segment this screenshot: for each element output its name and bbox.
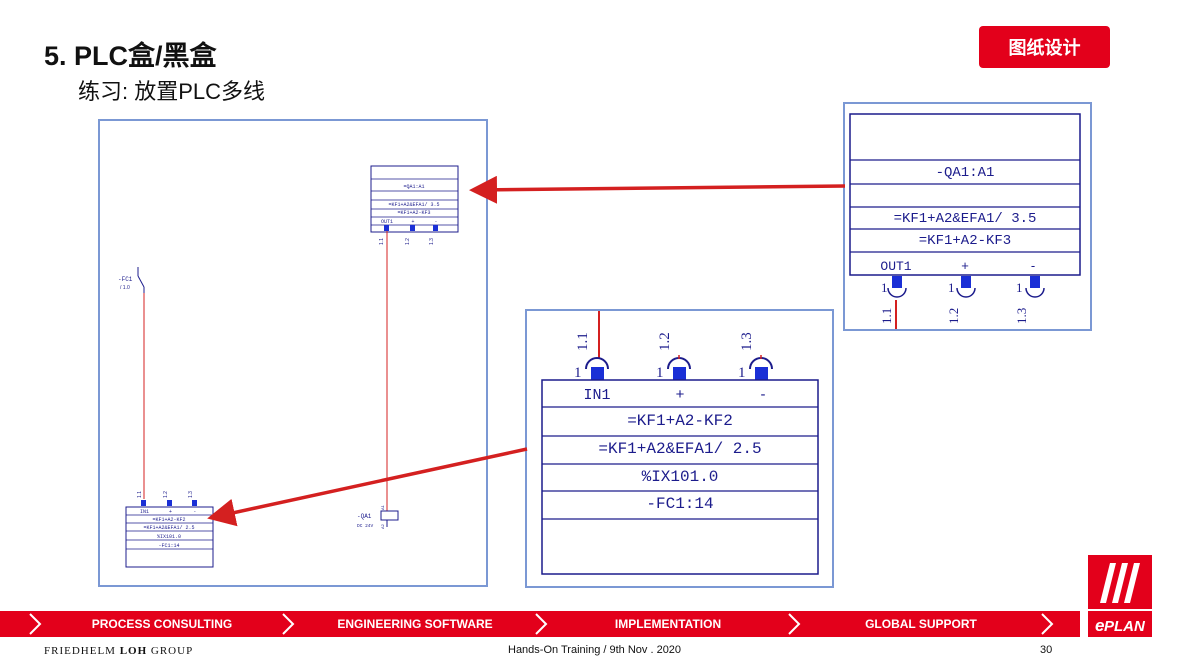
zoom-top-row-4: =KF1+A2&EFA1/ 3.5 <box>894 211 1037 227</box>
svg-text:e: e <box>1095 616 1104 635</box>
footer-chevrons <box>29 613 1054 635</box>
overview-bottom-pin-2: 1.2 <box>163 491 169 498</box>
overview-top-pin-1: 1.1 <box>379 238 385 245</box>
overview-top-pin-3: 1.3 <box>429 238 435 245</box>
zoom-top-port-1: OUT1 <box>880 259 911 274</box>
footer-process-consulting[interactable]: PROCESS CONSULTING <box>91 617 233 631</box>
overview-top-row-4: =KF1+A2-KF3 <box>397 210 430 216</box>
zoom-bottom-row-2: =KF1+A2&EFA1/ 2.5 <box>598 440 761 458</box>
event-info: Hands-On Training / 9th Nov . 2020 <box>508 644 682 656</box>
page-title: 5. PLC盒/黑盒 <box>44 41 217 71</box>
zoom-bottom-plc-box[interactable]: IN1 + - =KF1+A2-KF2 =KF1+A2&EFA1/ 2.5 %I… <box>541 379 819 575</box>
switch-sub: / 1.0 <box>120 285 130 291</box>
footer-global-support[interactable]: GLOBAL SUPPORT <box>865 617 977 631</box>
zoom-bottom-row-1: =KF1+A2-KF2 <box>627 412 733 430</box>
overview-bottom-row-3: %IX101.0 <box>157 534 181 540</box>
svg-text:1.2: 1.2 <box>657 332 673 351</box>
zoom-top-canvas: -QA1:A1 =KF1+A2&EFA1/ 3.5 =KF1+A2-KF3 OU… <box>849 113 1081 329</box>
page-number: 30 <box>1040 644 1053 656</box>
arrow-top-callout <box>469 175 846 204</box>
overview-bottom-pin-1: 1.1 <box>137 491 143 498</box>
footer-bar <box>0 611 1080 637</box>
svg-text:1.1: 1.1 <box>575 332 591 351</box>
zoom-bottom-pin-1[interactable]: 1.1 1 <box>574 332 609 381</box>
zoom-bottom-panel: 1.1 1 1.2 1 1.3 1 IN1 + <box>525 309 834 588</box>
overview-bottom-row-2: =KF1+A2&EFA1/ 2.5 <box>143 525 194 531</box>
switch-label: -FC1 <box>118 276 133 283</box>
overview-bottom-row-1: =KF1+A2-KF2 <box>152 517 185 523</box>
overview-top-port-3: - <box>435 219 437 225</box>
company-name: FRIEDHELM LOH GROUP <box>44 645 194 657</box>
overview-bottom-row-4: -FC1:14 <box>158 543 179 549</box>
zoom-top-row-2: -QA1:A1 <box>936 165 995 181</box>
zoom-top-pin-1[interactable]: 1 1.1 <box>879 276 907 324</box>
overview-bottom-port-2: + <box>169 509 172 515</box>
zoom-top-port-2: + <box>961 258 969 273</box>
zoom-top-row-5: =KF1+A2-KF3 <box>919 233 1011 249</box>
overview-top-pin-2: 1.2 <box>405 238 411 245</box>
footer-engineering-software[interactable]: ENGINEERING SOFTWARE <box>337 617 493 631</box>
switch-fc1[interactable]: -FC1 / 1.0 <box>118 267 145 293</box>
zoom-bottom-port-1: IN1 <box>583 387 610 404</box>
svg-text:1: 1 <box>574 365 582 381</box>
coil-label: -QA1 <box>357 513 372 520</box>
page-subtitle: 练习: 放置PLC多线 <box>78 79 266 104</box>
overview-top-port-2: + <box>412 219 415 225</box>
zoom-top-plc-box[interactable]: -QA1:A1 =KF1+A2&EFA1/ 3.5 =KF1+A2-KF3 OU… <box>849 113 1081 276</box>
svg-text:1.1: 1.1 <box>879 308 894 324</box>
svg-text:1: 1 <box>738 365 746 381</box>
zoom-bottom-pin-2[interactable]: 1.2 1 <box>656 332 691 381</box>
zoom-bottom-row-3: %IX101.0 <box>642 468 719 486</box>
svg-text:1.2: 1.2 <box>946 308 961 324</box>
svg-text:1: 1 <box>1016 280 1023 295</box>
svg-text:1.3: 1.3 <box>1014 308 1029 324</box>
zoom-bottom-row-4: -FC1:14 <box>646 495 713 513</box>
schematic-canvas: =QA1:A1 =KF1+A2&EFA1/ 3.5 =KF1+A2-KF3 OU… <box>118 165 459 568</box>
overview-bottom-pin-3: 1.3 <box>188 491 194 498</box>
overview-top-plc-box[interactable]: =QA1:A1 =KF1+A2&EFA1/ 3.5 =KF1+A2-KF3 OU… <box>370 165 459 245</box>
svg-text:1: 1 <box>656 365 664 381</box>
zoom-bottom-port-2: + <box>676 386 685 403</box>
zoom-top-pin-2[interactable]: 1 1.2 <box>946 276 976 324</box>
coil-qa1[interactable]: -QA1 DC 24V A1 A2 <box>357 504 399 529</box>
svg-text:1: 1 <box>881 280 888 295</box>
overview-bottom-plc-box[interactable]: 1.1 1.2 1.3 IN1 + - =KF1+A2-KF2 =KF1+A2&… <box>125 491 214 568</box>
overview-top-port-1: OUT1 <box>381 219 393 225</box>
svg-text:1.3: 1.3 <box>739 332 755 351</box>
zoom-bottom-pin-3[interactable]: 1.3 1 <box>738 332 773 381</box>
coil-pin-a1: A1 <box>380 504 385 510</box>
overview-bottom-port-3: - <box>194 509 196 515</box>
zoom-top-port-3: - <box>1031 258 1035 273</box>
coil-pin-a2: A2 <box>380 523 385 529</box>
zoom-top-pin-3[interactable]: 1 1.3 <box>1014 276 1045 324</box>
zoom-top-panel: -QA1:A1 =KF1+A2&EFA1/ 3.5 =KF1+A2-KF3 OU… <box>843 102 1092 331</box>
overview-top-row-3: =KF1+A2&EFA1/ 3.5 <box>388 202 439 208</box>
zoom-bottom-port-3: - <box>761 386 766 403</box>
footer-implementation[interactable]: IMPLEMENTATION <box>614 617 722 631</box>
zoom-bottom-canvas: 1.1 1 1.2 1 1.3 1 IN1 + <box>541 311 819 575</box>
overview-top-row-1: =QA1:A1 <box>403 184 424 190</box>
svg-text:PLAN: PLAN <box>1104 618 1146 635</box>
overview-bottom-port-1: IN1 <box>140 509 149 515</box>
section-badge: 图纸设计 <box>979 26 1110 68</box>
eplan-logo: e PLAN <box>1088 555 1152 637</box>
schematic-overview-panel: =QA1:A1 =KF1+A2&EFA1/ 3.5 =KF1+A2-KF3 OU… <box>98 119 488 587</box>
svg-text:1: 1 <box>948 280 955 295</box>
coil-sub: DC 24V <box>357 523 374 529</box>
